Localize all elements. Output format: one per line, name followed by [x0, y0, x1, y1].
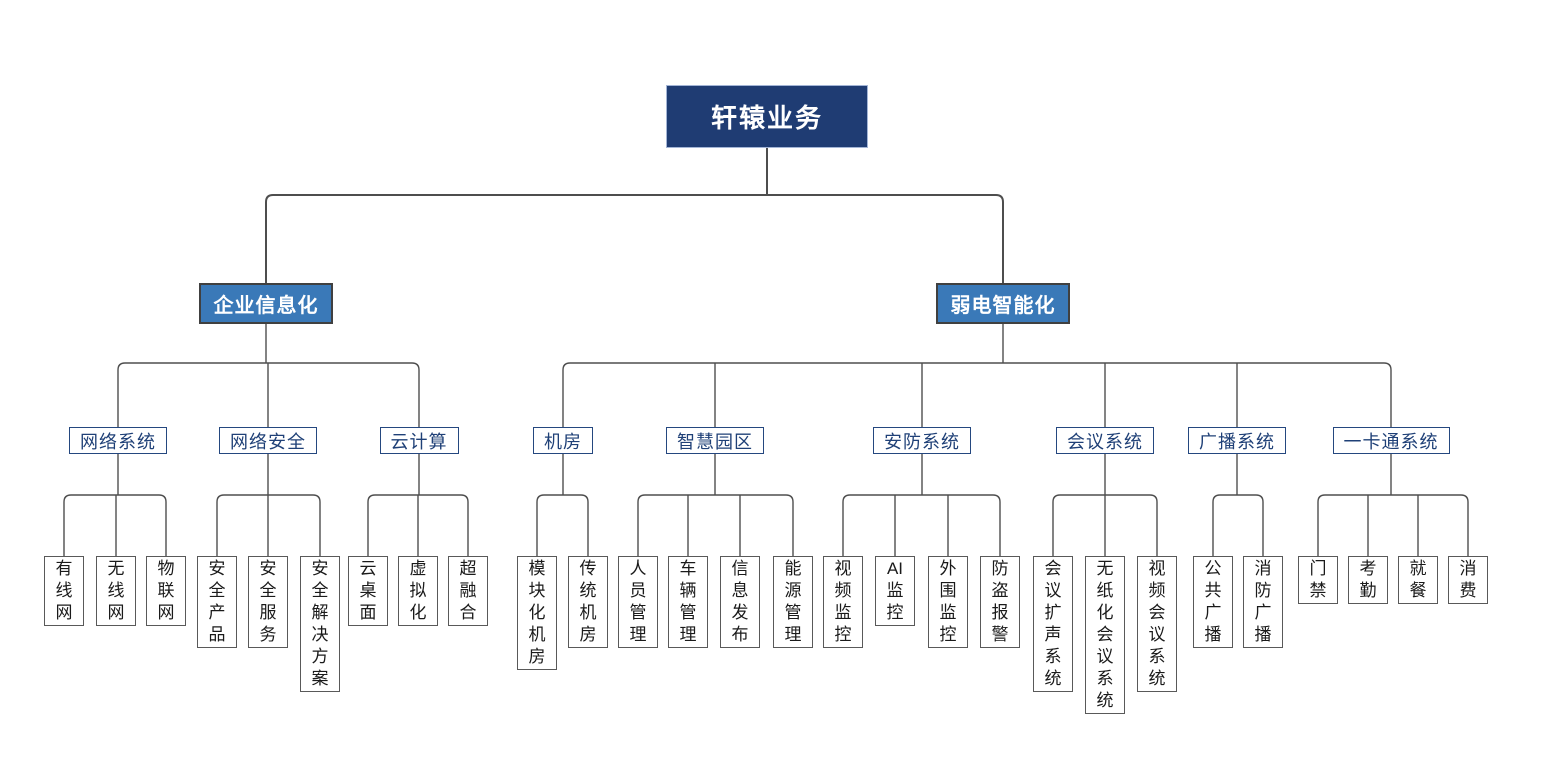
tree-node-label: 无 纸 化 会 议 系 统	[1096, 559, 1114, 710]
tree-node-label: 门 禁	[1309, 559, 1327, 600]
tree-node-label: 广播系统	[1199, 431, 1275, 452]
tree-node-label: 安 全 服 务	[259, 559, 277, 644]
tree-node-burglar-alarm[interactable]: 防 盗 报 警	[980, 556, 1020, 648]
tree-node-label: 考 勤	[1359, 559, 1377, 600]
tree-node-fire-broadcast[interactable]: 消 防 广 播	[1243, 556, 1283, 648]
tree-node-label: 消 防 广 播	[1254, 559, 1272, 644]
tree-node-label: 网络安全	[230, 431, 306, 452]
tree-node-cloud-desktop[interactable]: 云 桌 面	[348, 556, 388, 626]
tree-node-information-publishing[interactable]: 信 息 发 布	[720, 556, 760, 648]
tree-node-virtualization[interactable]: 虚 拟 化	[398, 556, 438, 626]
connector-path	[117, 362, 420, 427]
tree-node-attendance[interactable]: 考 勤	[1348, 556, 1388, 604]
tree-node-perimeter-surveillance[interactable]: 外 围 监 控	[928, 556, 968, 648]
tree-node-label: 消 费	[1459, 559, 1477, 600]
tree-node-elv-intelligence[interactable]: 弱电智能化	[936, 283, 1070, 324]
connector-path	[1317, 494, 1469, 556]
tree-node-conference-pa-system[interactable]: 会 议 扩 声 系 统	[1033, 556, 1073, 692]
tree-node-access-control[interactable]: 门 禁	[1298, 556, 1338, 604]
tree-node-wired-network[interactable]: 有 线 网	[44, 556, 84, 626]
connector-path	[367, 494, 469, 556]
tree-node-dining[interactable]: 就 餐	[1398, 556, 1438, 604]
tree-node-security-solutions[interactable]: 安 全 解 决 方 案	[300, 556, 340, 692]
tree-node-security-services[interactable]: 安 全 服 务	[248, 556, 288, 648]
tree-node-label: 有 线 网	[55, 559, 73, 622]
connector-path	[265, 194, 1004, 283]
tree-node-ai-surveillance[interactable]: AI 监 控	[875, 556, 915, 626]
tree-node-label: AI 监 控	[886, 559, 904, 622]
tree-node-traditional-server-room[interactable]: 传 统 机 房	[568, 556, 608, 648]
tree-node-smart-campus[interactable]: 智慧园区	[666, 427, 764, 454]
tree-node-server-room[interactable]: 机房	[533, 427, 593, 454]
tree-node-security-products[interactable]: 安 全 产 品	[197, 556, 237, 648]
tree-node-label: 会议系统	[1067, 431, 1143, 452]
tree-node-label: 超 融 合	[459, 559, 477, 622]
tree-node-label: 弱电智能化	[950, 295, 1056, 317]
tree-node-network-system[interactable]: 网络系统	[69, 427, 167, 454]
tree-node-xuanyuan-business[interactable]: 轩辕业务	[666, 85, 868, 148]
tree-node-label: 虚 拟 化	[409, 559, 427, 622]
tree-node-label: 无 线 网	[107, 559, 125, 622]
tree-node-label: 就 餐	[1409, 559, 1427, 600]
tree-node-enterprise-informatization[interactable]: 企业信息化	[199, 283, 333, 324]
connector-path	[536, 494, 589, 556]
connector-path	[63, 494, 167, 556]
connector-path	[1212, 494, 1264, 556]
tree-node-label: 安 全 产 品	[208, 559, 226, 644]
connector-path	[562, 362, 1392, 427]
tree-node-label: 模 块 化 机 房	[528, 559, 546, 666]
tree-node-label: 安防系统	[884, 431, 960, 452]
tree-node-paperless-conference-system[interactable]: 无 纸 化 会 议 系 统	[1085, 556, 1125, 714]
tree-node-label: 人 员 管 理	[629, 559, 647, 644]
tree-node-label: 云 桌 面	[359, 559, 377, 622]
tree-node-modular-server-room[interactable]: 模 块 化 机 房	[517, 556, 557, 670]
tree-node-label: 车 辆 管 理	[679, 559, 697, 644]
tree-node-label: 视 频 会 议 系 统	[1148, 559, 1166, 688]
tree-node-public-broadcast[interactable]: 公 共 广 播	[1193, 556, 1233, 648]
tree-node-personnel-management[interactable]: 人 员 管 理	[618, 556, 658, 648]
tree-node-label: 公 共 广 播	[1204, 559, 1222, 644]
tree-node-network-security[interactable]: 网络安全	[219, 427, 317, 454]
tree-node-conference-system[interactable]: 会议系统	[1056, 427, 1154, 454]
tree-node-label: 防 盗 报 警	[991, 559, 1009, 644]
tree-node-label: 传 统 机 房	[579, 559, 597, 644]
tree-node-security-surveillance-system[interactable]: 安防系统	[873, 427, 971, 454]
tree-node-label: 企业信息化	[213, 295, 319, 317]
tree-node-label: 物 联 网	[157, 559, 175, 622]
tree-node-label: 云计算	[390, 431, 448, 452]
tree-node-iot-network[interactable]: 物 联 网	[146, 556, 186, 626]
tree-node-video-conference-system[interactable]: 视 频 会 议 系 统	[1137, 556, 1177, 692]
tree-node-label: 视 频 监 控	[834, 559, 852, 644]
tree-node-video-surveillance[interactable]: 视 频 监 控	[823, 556, 863, 648]
tree-node-label: 信 息 发 布	[731, 559, 749, 644]
tree-node-label: 安 全 解 决 方 案	[311, 559, 329, 688]
tree-node-cloud-computing[interactable]: 云计算	[379, 427, 459, 454]
tree-node-label: 网络系统	[80, 431, 156, 452]
tree-node-one-card-system[interactable]: 一卡通系统	[1332, 427, 1450, 454]
tree-node-vehicle-management[interactable]: 车 辆 管 理	[668, 556, 708, 648]
tree-node-label: 会 议 扩 声 系 统	[1044, 559, 1062, 688]
connector-path	[637, 494, 794, 556]
tree-node-label: 机房	[544, 431, 582, 452]
tree-node-label: 外 围 监 控	[939, 559, 957, 644]
tree-node-wireless-network[interactable]: 无 线 网	[96, 556, 136, 626]
tree-node-energy-management[interactable]: 能 源 管 理	[773, 556, 813, 648]
tree-node-broadcast-system[interactable]: 广播系统	[1188, 427, 1286, 454]
tree-node-consumption[interactable]: 消 费	[1448, 556, 1488, 604]
tree-node-label: 一卡通系统	[1343, 431, 1439, 452]
connector-path	[842, 494, 1001, 556]
tree-node-hyper-convergence[interactable]: 超 融 合	[448, 556, 488, 626]
tree-node-label: 能 源 管 理	[784, 559, 802, 644]
tree-node-label: 轩辕业务	[710, 103, 823, 133]
connector-path	[1052, 494, 1158, 556]
connector-path	[216, 494, 321, 556]
tree-node-label: 智慧园区	[677, 431, 753, 452]
